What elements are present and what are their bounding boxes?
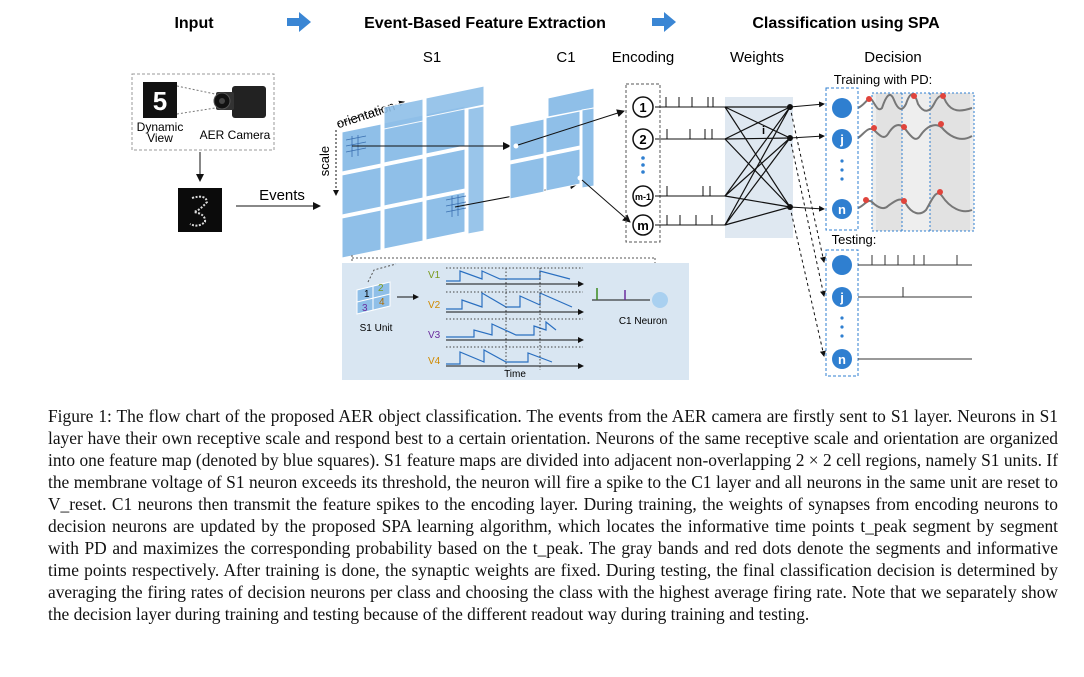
caption-text: The flow chart of the proposed AER objec… [48,406,1058,624]
encoding-box [625,83,661,243]
label-training: Training with PD: [834,72,933,87]
label-encoding: Encoding [612,49,675,66]
encoding-neurons: 1 2 m-1 m [632,96,654,236]
encoding-neuron-m: m [637,218,649,233]
label-c1-neuron: C1 Neuron [619,316,667,327]
label-time: Time [504,369,526,380]
c1-output-spikes [592,288,650,301]
label-view: View [147,131,173,145]
dynamic-view-image [143,82,177,118]
weights-to-decision [789,101,825,212]
figure-caption: Figure 1: The flow chart of the proposed… [48,405,1058,625]
label-s1-unit: S1 Unit [360,323,393,334]
weights-box [725,97,793,238]
s1-detail-panel [342,263,689,380]
header-extraction: Event-Based Feature Extraction [364,15,606,32]
label-testing: Testing: [832,232,877,247]
header-classification: Classification using SPA [752,15,940,32]
dashed-to-testing [789,106,826,357]
s1-unit-cell-1: 1 [364,289,370,300]
test-neuron-j: j [839,290,844,305]
train-neuron-j: j [839,132,844,147]
header-input: Input [174,15,214,32]
s1-feature-maps [341,105,466,259]
weight-label-i: i [762,125,765,137]
label-dynamic: Dynamic [137,120,184,134]
label-aer-camera: AER Camera [200,128,271,142]
decision-neurons-testing: j n [832,255,852,369]
s1-unit-cell-3: 3 [362,303,368,314]
encoding-neuron-m-1: m-1 [635,192,651,202]
event-image [178,188,222,232]
encoding-neuron-2: 2 [639,132,646,147]
test-neuron-n: n [838,352,846,367]
s1-unit-illustration: 1 2 3 4 [356,281,391,315]
camera-icon [213,86,266,118]
label-weights: Weights [730,49,784,66]
label-events: Events [259,187,305,204]
encoding-spike-trains [655,97,790,226]
header-arrow-1 [287,12,311,32]
label-v2: V2 [428,300,441,311]
testing-spike-trains [858,255,972,360]
caption-label: Figure 1: [48,406,112,426]
gray-band-2 [930,93,970,231]
digit-glyph: 5 [153,86,167,116]
label-v1: V1 [428,270,441,281]
label-scale: scale [317,146,332,176]
gray-band-1 [876,93,902,231]
label-v3: V3 [428,330,441,341]
label-s1: S1 [423,49,441,66]
weight-connections [724,106,791,226]
informative-time-points [863,93,946,204]
encoding-neuron-1: 1 [639,100,646,115]
label-v4: V4 [428,356,441,367]
s1-unit-cell-4: 4 [379,297,385,308]
train-neuron-n: n [838,202,846,217]
c1-neuron-circle [652,292,668,308]
header-arrow-2 [652,12,676,32]
input-box [131,73,275,151]
label-decision: Decision [864,49,922,66]
s1-unit-cell-2: 2 [378,283,384,294]
c1-feature-maps [509,87,595,200]
decision-neurons-training: j n [832,98,852,219]
label-c1: C1 [556,49,575,66]
s1-cell-grid [345,135,467,217]
flowchart-figure: Input Event-Based Feature Extraction Cla… [131,12,975,380]
